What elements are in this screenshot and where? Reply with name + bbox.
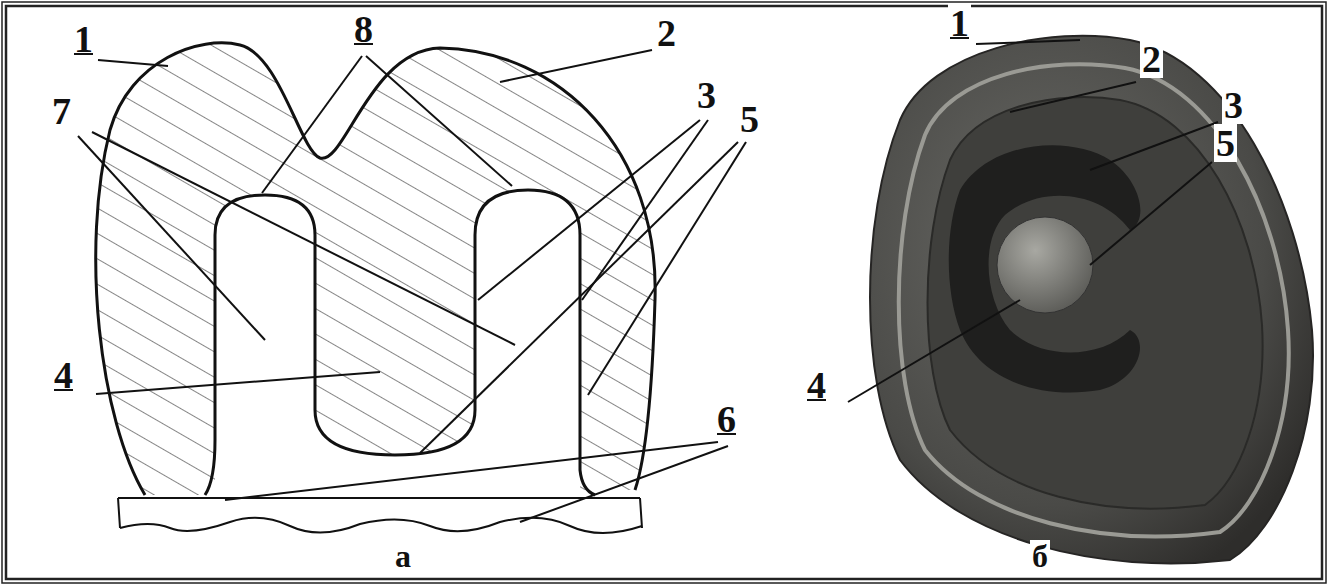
callout-number: 4 xyxy=(52,356,75,394)
callout-number: 5 xyxy=(738,100,761,138)
callout-number: 3 xyxy=(695,76,718,114)
callout-number: 7 xyxy=(50,92,73,130)
callout-number: 1 xyxy=(948,4,971,42)
callout-number: 1 xyxy=(72,20,95,58)
callout-number: 4 xyxy=(805,366,828,404)
callout-number: 5 xyxy=(1214,124,1237,162)
callout-number: 6 xyxy=(715,400,738,438)
callout-number: 2 xyxy=(1140,40,1163,78)
callout-number: 3 xyxy=(1222,86,1245,124)
callout-number: 8 xyxy=(352,10,375,48)
callout-number: 2 xyxy=(655,14,678,52)
figure-caption: а xyxy=(393,540,413,572)
figure-caption: б xyxy=(1030,540,1050,572)
